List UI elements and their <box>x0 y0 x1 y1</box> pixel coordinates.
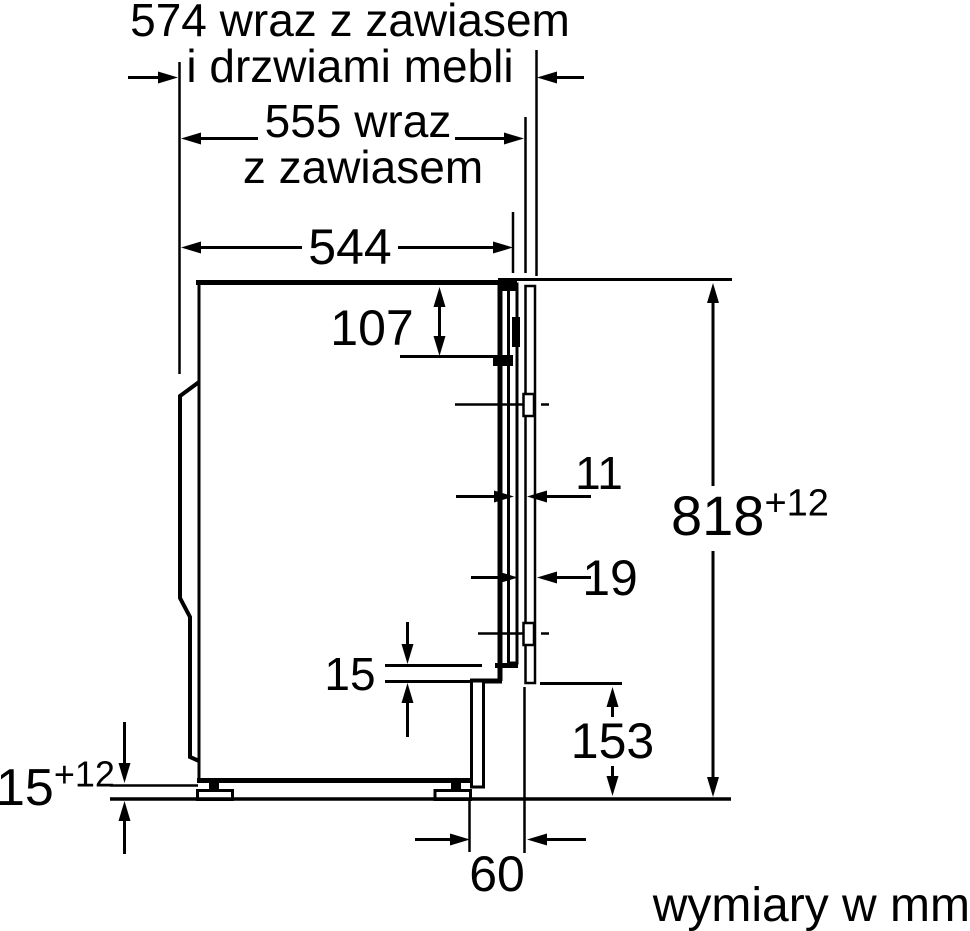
dim-107-label: 107 <box>330 300 414 356</box>
door-hinges <box>455 392 549 647</box>
units-note: wymiary w mm <box>652 879 970 931</box>
dim-574-label-line2: i drzwiami mebli <box>186 40 514 92</box>
dim-11-graphics <box>456 490 591 503</box>
dim-153-label: 153 <box>570 713 655 769</box>
dim-19-label: 19 <box>582 550 638 606</box>
dim-60-graphics <box>415 687 586 853</box>
dim-544-label: 544 <box>308 219 392 275</box>
dim-60-label: 60 <box>469 846 525 902</box>
dim-555-label-line2: z zawiasem <box>242 141 484 193</box>
dim-11-label: 11 <box>575 447 623 499</box>
dim-15-foot-tolerance: +12 <box>53 753 115 795</box>
dim-574-graphics <box>128 50 584 374</box>
dim-555-label-line1: 555 wraz <box>264 95 452 147</box>
dim-15-foot-graphics <box>118 722 131 854</box>
dim-574-label-line1: 574 wraz z zawiasem <box>130 0 570 46</box>
machine-outline <box>178 280 518 789</box>
dim-107-graphics <box>400 287 497 358</box>
dim-818-tolerance: +12 <box>764 482 829 525</box>
dim-544-graphics <box>181 212 515 273</box>
dim-555-graphics <box>181 117 527 273</box>
dim-15-foot-label: 15+12 <box>0 756 115 817</box>
furniture-door-panel <box>524 284 537 685</box>
dim-15-step-label: 15 <box>324 648 376 700</box>
dim-818-value: 818 <box>671 484 765 547</box>
dim-15-foot-value: 15 <box>0 759 54 817</box>
dim-19-graphics <box>471 571 591 584</box>
dim-818-label: 818+12 <box>671 484 829 544</box>
machine-front-panel <box>493 278 520 665</box>
dim-15-step-graphics <box>385 622 482 737</box>
dim-153-graphics <box>540 682 622 796</box>
dim-818-graphics <box>508 278 732 797</box>
